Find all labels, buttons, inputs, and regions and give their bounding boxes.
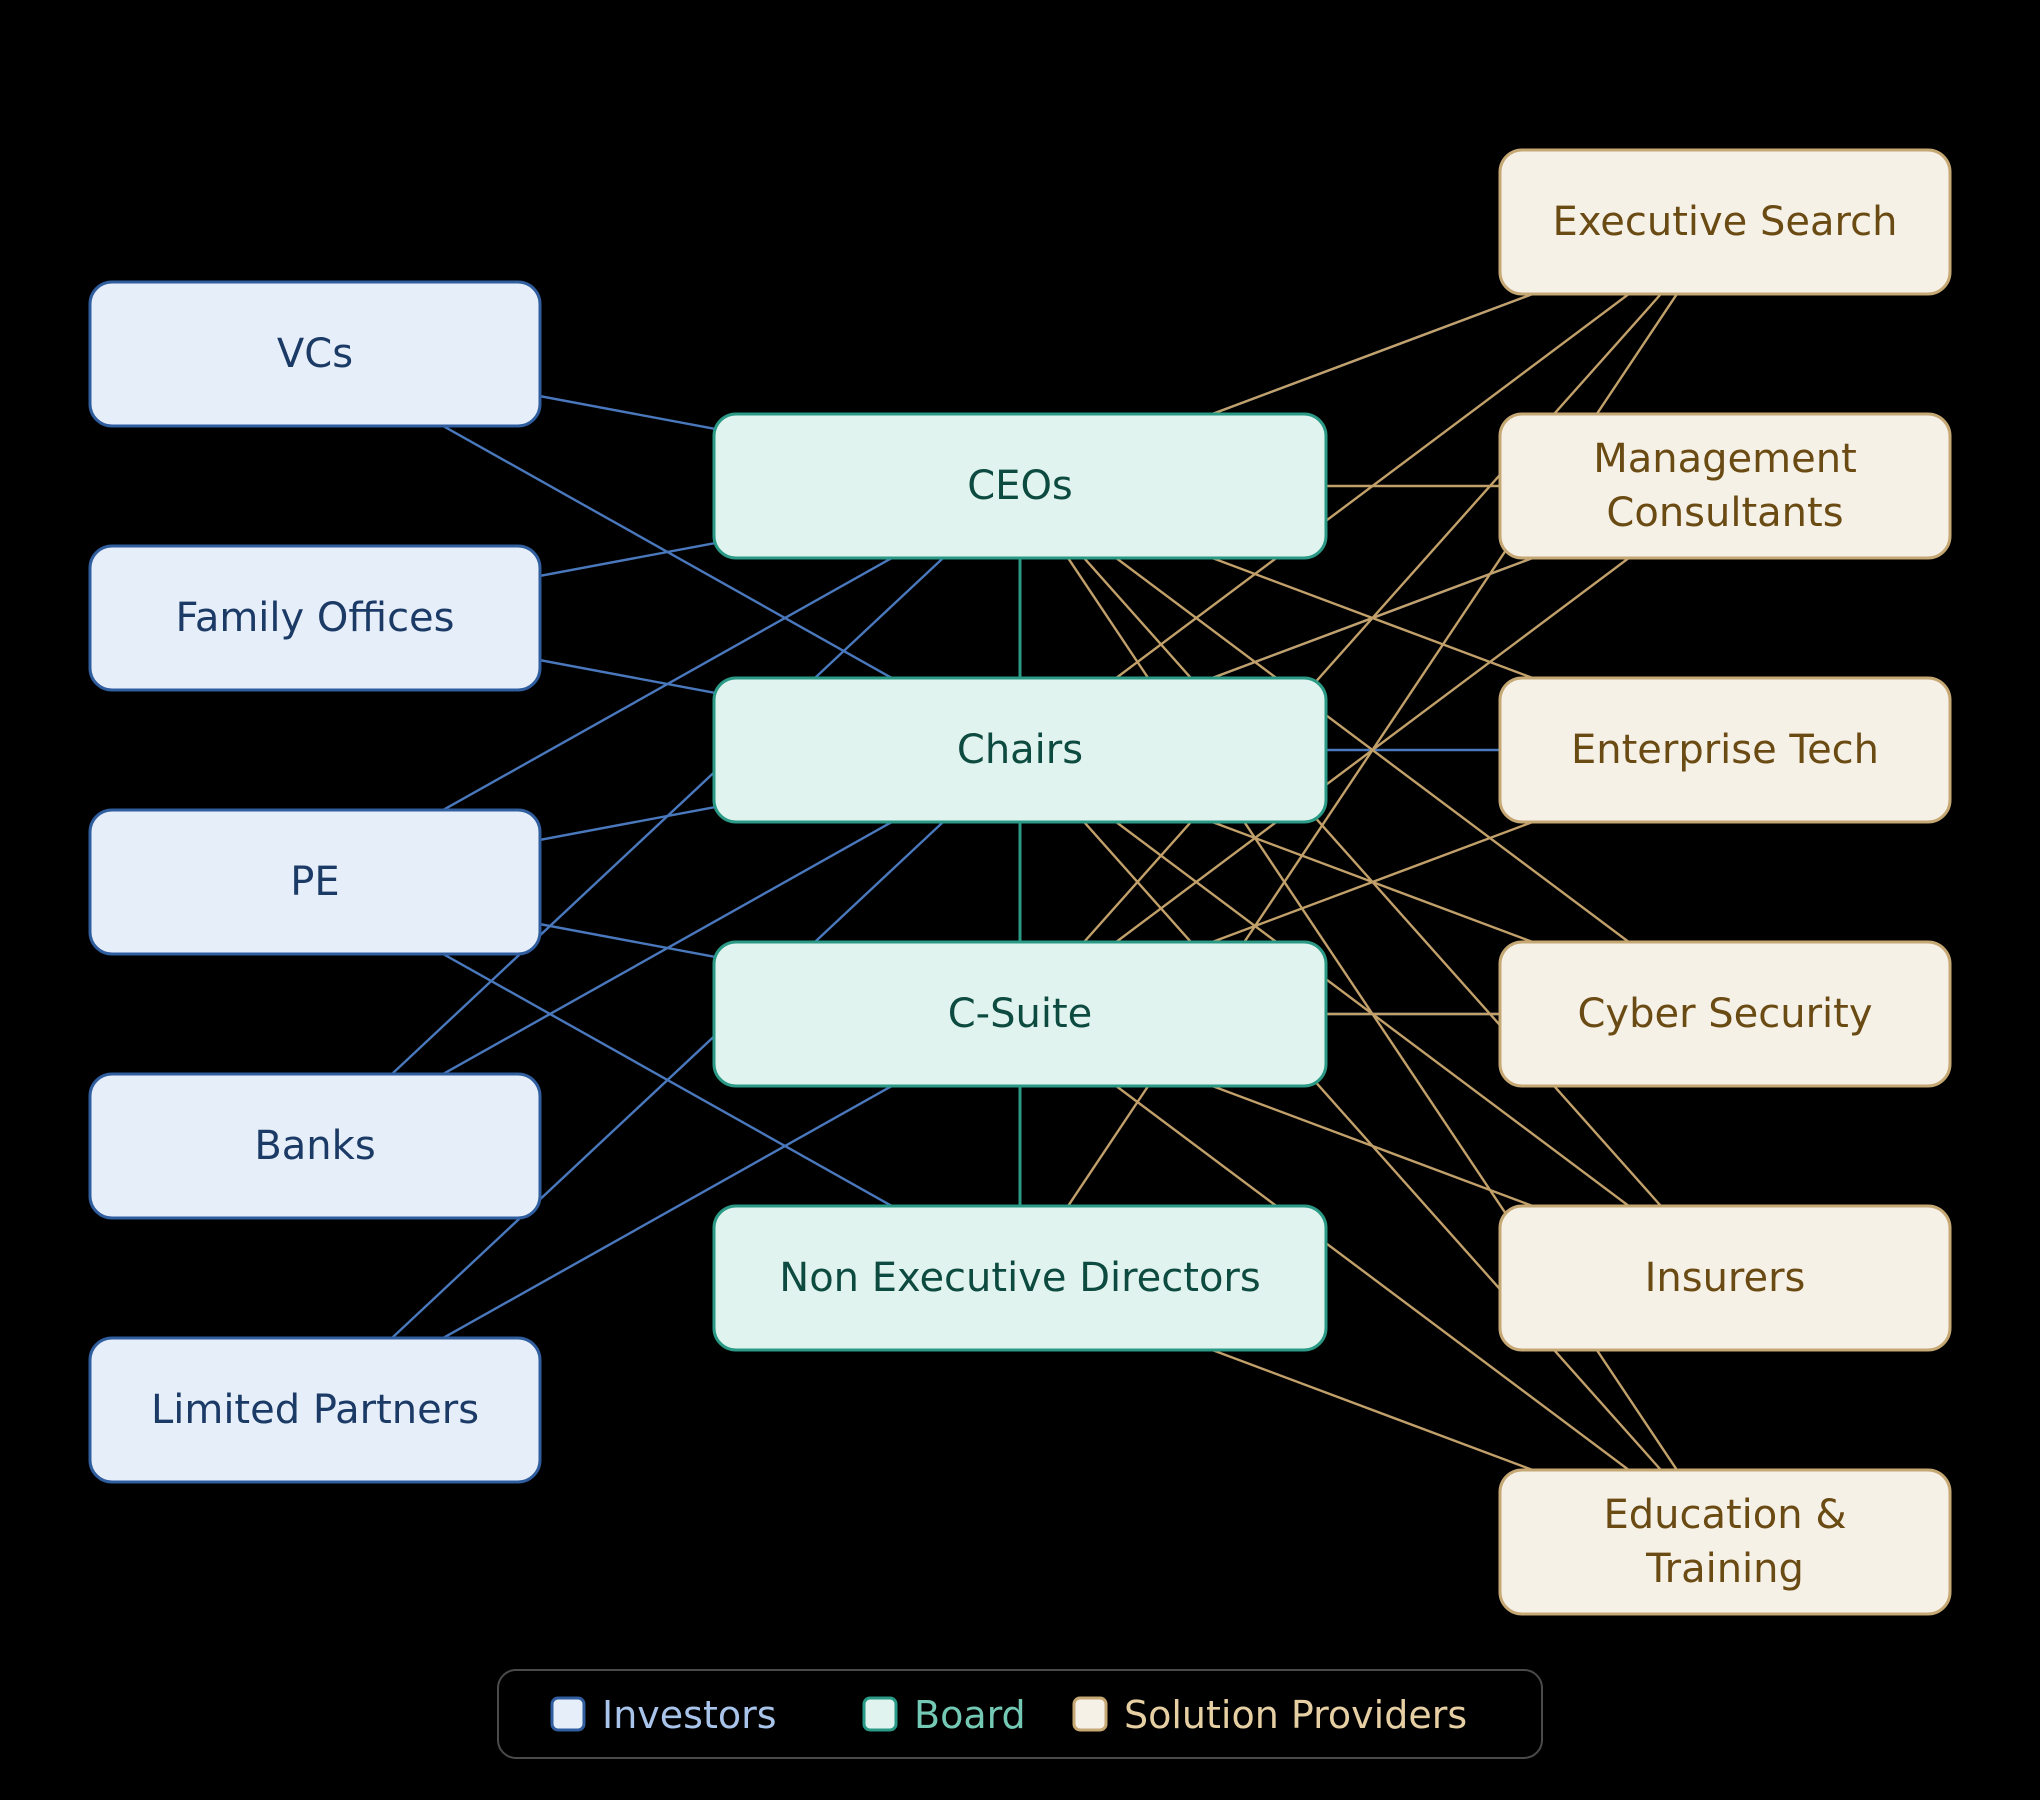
node-box-chairs (712, 676, 1328, 824)
edge-lp-chairs (313, 748, 1022, 1412)
node-label-cyber: Cyber Security (1577, 991, 1872, 1037)
node-label-mgmt: Management (1593, 436, 1857, 482)
legend-item-board: Board (862, 1693, 1026, 1737)
legend-item-providers: Solution Providers (1072, 1693, 1467, 1737)
node-ned[interactable]: Non Executive Directors (712, 1204, 1328, 1352)
node-label-chairs: Chairs (957, 727, 1083, 773)
node-csuite[interactable]: C-Suite (712, 940, 1328, 1088)
node-box-ceos (712, 412, 1328, 560)
node-box-cyber (1498, 940, 1952, 1088)
node-ins[interactable]: Insurers (1498, 1204, 1952, 1352)
node-exec[interactable]: Executive Search (1498, 148, 1952, 296)
node-box-vcs (88, 280, 542, 428)
node-label-lp: Limited Partners (151, 1387, 479, 1433)
node-label-ned: Non Executive Directors (779, 1255, 1260, 1301)
edge-edu-ceos (1018, 484, 1727, 1544)
node-label-ent: Enterprise Tech (1571, 727, 1879, 773)
node-pe[interactable]: PE (88, 808, 542, 956)
node-label-ceos: CEOs (967, 463, 1073, 509)
node-family[interactable]: Family Offices (88, 544, 542, 692)
legend-label-investors: Investors (602, 1693, 777, 1737)
node-box-family (88, 544, 542, 692)
node-banks[interactable]: Banks (88, 1072, 542, 1220)
edge-edu-csuite (1018, 1012, 1727, 1544)
edge-ins-ceos (1018, 484, 1727, 1280)
node-lp[interactable]: Limited Partners (88, 1336, 542, 1484)
node-box-ins (1498, 1204, 1952, 1352)
node-label-family: Family Offices (175, 595, 454, 641)
node-label-csuite: C-Suite (948, 991, 1093, 1037)
node-box-mgmt (1498, 412, 1952, 560)
edge-edu-chairs (1018, 748, 1727, 1544)
node-label-pe: PE (290, 859, 339, 905)
node-cyber[interactable]: Cyber Security (1498, 940, 1952, 1088)
node-box-edu (1498, 1468, 1952, 1616)
legend-label-board: Board (914, 1693, 1026, 1737)
node-box-exec (1498, 148, 1952, 296)
node-box-lp (88, 1336, 542, 1484)
node-box-ent (1498, 676, 1952, 824)
node-label-edu: Education & (1603, 1492, 1846, 1538)
legend-label-providers: Solution Providers (1124, 1693, 1467, 1737)
node-box-csuite (712, 940, 1328, 1088)
node-label-mgmt: Consultants (1606, 490, 1843, 536)
node-box-banks (88, 1072, 542, 1220)
legend-swatch-providers (1072, 1696, 1108, 1732)
node-vcs[interactable]: VCs (88, 280, 542, 428)
edge-cyber-ceos (1018, 484, 1727, 1016)
edge-banks-ceos (313, 484, 1022, 1148)
legend-swatch-board (862, 1696, 898, 1732)
node-ceos[interactable]: CEOs (712, 412, 1328, 560)
node-box-ned (712, 1204, 1328, 1352)
node-label-vcs: VCs (277, 331, 353, 377)
legend: Investors Board Solution Providers (497, 1669, 1543, 1759)
node-ent[interactable]: Enterprise Tech (1498, 676, 1952, 824)
node-label-exec: Executive Search (1553, 199, 1898, 245)
legend-item-investors: Investors (550, 1693, 777, 1737)
node-box-pe (88, 808, 542, 956)
node-label-ins: Insurers (1645, 1255, 1806, 1301)
node-chairs[interactable]: Chairs (712, 676, 1328, 824)
node-label-edu: Training (1645, 1546, 1804, 1592)
legend-frame (497, 1669, 1543, 1759)
legend-swatch-investors (550, 1696, 586, 1732)
node-label-banks: Banks (254, 1123, 375, 1169)
node-edu[interactable]: Education & Training (1498, 1468, 1952, 1616)
